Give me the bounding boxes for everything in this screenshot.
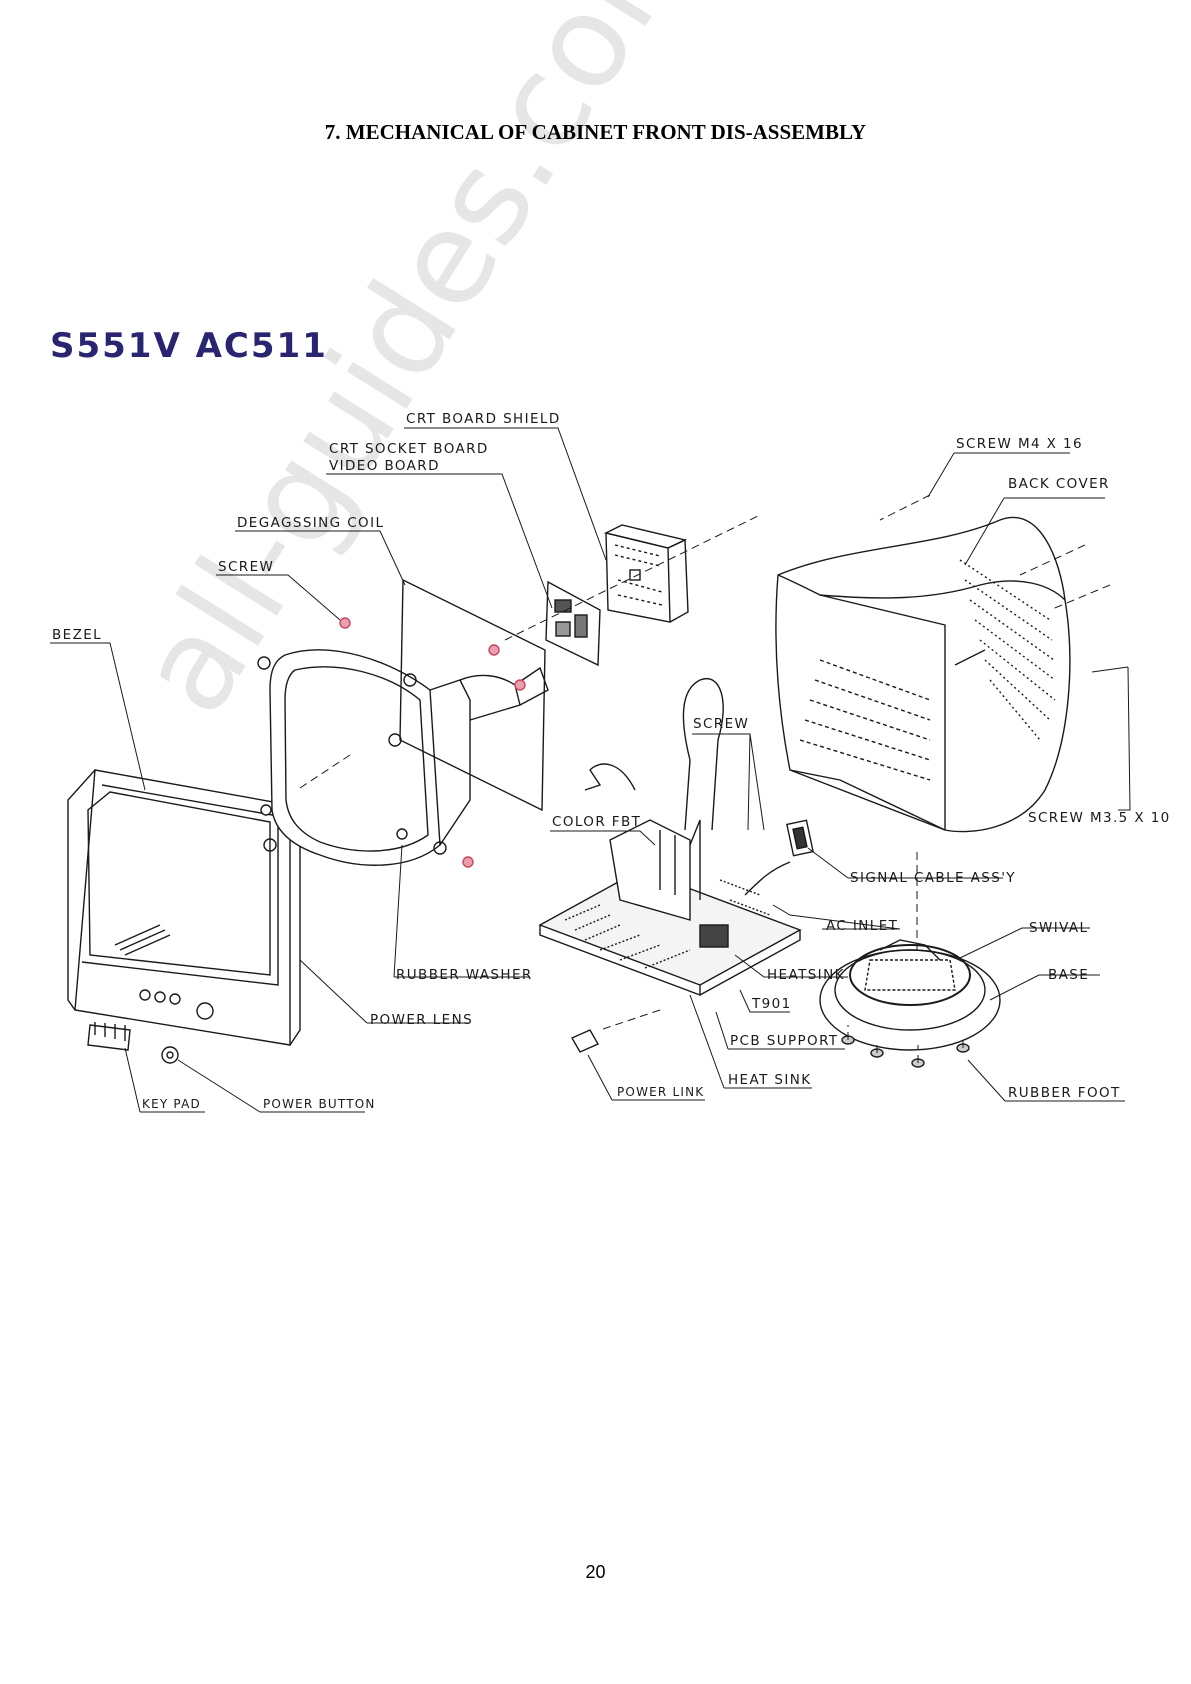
power-link-part: [571, 1029, 599, 1053]
label-screw-m35: SCREW M3.5 X 10: [1028, 810, 1171, 826]
label-bezel: BEZEL: [52, 627, 102, 643]
crt-tube-part: [257, 649, 549, 866]
label-screw-mid: SCREW: [693, 716, 749, 732]
label-power-link: POWER LINK: [617, 1085, 704, 1099]
label-signal-cable: SIGNAL CABLE ASS'Y: [850, 870, 1016, 886]
bezel-part: [67, 769, 301, 1046]
crt-board-shield-part: [603, 524, 689, 623]
label-heat-sink-lower: HEAT SINK: [728, 1072, 812, 1088]
label-pcb-support: PCB SUPPORT: [730, 1033, 839, 1049]
callout-labels: CRT BOARD SHIELD CRT SOCKET BOARD VIDEO …: [52, 411, 1171, 1111]
label-crt-board-shield: CRT BOARD SHIELD: [406, 411, 561, 427]
crt-socket-board-part: [545, 580, 601, 667]
label-back-cover: BACK COVER: [1008, 476, 1110, 492]
assembly-dashes: [299, 494, 1111, 1063]
key-pad-part: [87, 1022, 131, 1051]
leader-lines: [50, 427, 1131, 1113]
main-pcb-part: [538, 677, 802, 997]
label-rubber-foot: RUBBER FOOT: [1008, 1085, 1121, 1101]
label-rubber-washer: RUBBER WASHER: [396, 967, 533, 983]
label-degaussing-coil: DEGAGSSING COIL: [237, 515, 384, 531]
degaussing-coil-part: [399, 578, 546, 812]
label-ac-inlet: AC INLET: [826, 918, 898, 934]
label-base: BASE: [1048, 967, 1089, 983]
label-heatsink-upper: HEATSINK: [767, 967, 845, 983]
label-power-lens: POWER LENS: [370, 1012, 473, 1028]
label-screw-m4: SCREW M4 X 16: [956, 436, 1083, 452]
label-key-pad: KEY PAD: [142, 1097, 201, 1111]
screws-part: [339, 617, 526, 868]
label-swival: SWIVAL: [1029, 920, 1088, 936]
model-title: S551V AC511: [50, 326, 328, 366]
label-video-board: VIDEO BOARD: [329, 458, 440, 474]
page-number: 20: [585, 1562, 606, 1582]
label-color-fbt: COLOR FBT: [552, 814, 641, 830]
back-cover-part: [775, 516, 1071, 833]
label-power-button: POWER BUTTON: [263, 1097, 376, 1111]
power-button-part: [161, 1046, 179, 1064]
label-screw-left: SCREW: [218, 559, 274, 575]
signal-cable-part: [744, 819, 814, 896]
label-crt-socket-board: CRT SOCKET BOARD: [329, 441, 489, 457]
label-t901: T901: [751, 996, 792, 1012]
section-heading: 7. MECHANICAL OF CABINET FRONT DIS-ASSEM…: [324, 120, 867, 144]
base-swivel-part: [819, 939, 1001, 1051]
